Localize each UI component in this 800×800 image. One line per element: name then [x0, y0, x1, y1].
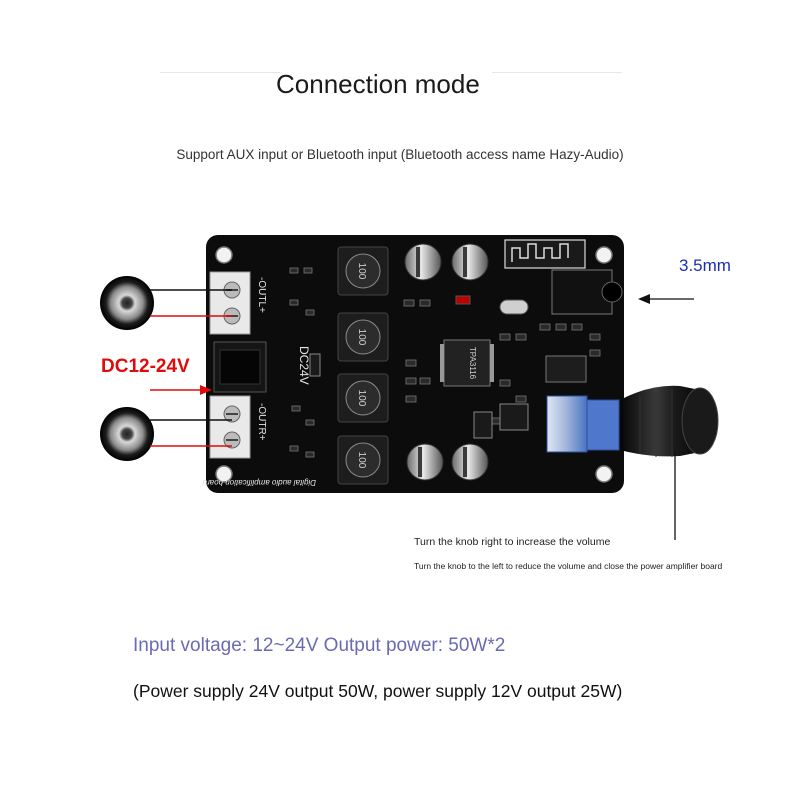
- page-subtitle: Support AUX input or Bluetooth input (Bl…: [176, 147, 624, 162]
- speaker-wire: [150, 289, 232, 447]
- page-title: Connection mode: [276, 69, 480, 99]
- jack-label: 3.5mm: [679, 256, 731, 275]
- inductor-marking: 100: [356, 263, 367, 280]
- dc-input-label: DC12-24V: [101, 356, 190, 377]
- inductor-marking: 100: [356, 329, 367, 346]
- bluetooth-antenna: [504, 239, 586, 269]
- silk-out-left: -OUTL+: [256, 277, 267, 313]
- knob-left-instruction: Turn the knob to the left to reduce the …: [414, 561, 723, 571]
- chip-marking: TPA3116: [468, 347, 477, 380]
- speaker-terminal-right: [209, 395, 251, 459]
- smd-components: [289, 267, 601, 458]
- silk-board-name: Digital audio amplification board: [202, 478, 316, 487]
- inductor-marking: 100: [356, 452, 367, 469]
- decorative-rule-right: [492, 72, 622, 73]
- speaker-terminal-left: [209, 271, 251, 335]
- bluetooth-chip: [545, 355, 587, 383]
- audio-jack-3-5mm: [551, 269, 613, 315]
- mounting-hole: [215, 246, 613, 483]
- speaker-icon: [100, 407, 154, 461]
- knob-right-instruction: Turn the knob right to increase the volu…: [414, 536, 611, 548]
- decorative-rule-left: [160, 72, 280, 73]
- dc-input-arrow: [150, 385, 212, 395]
- capacitor: [404, 243, 489, 481]
- jack-arrow: [638, 294, 694, 304]
- spec-note: (Power supply 24V output 50W, power supp…: [133, 681, 623, 701]
- amplifier-chip: [443, 339, 491, 387]
- volume-potentiometer: [546, 395, 588, 453]
- speaker-icon: [100, 276, 154, 330]
- crystal-oscillator: [499, 299, 529, 315]
- inductor-marking: 100: [356, 390, 367, 407]
- silk-dc: DC24V: [297, 346, 311, 385]
- spec-line: Input voltage: 12~24V Output power: 50W*…: [133, 635, 506, 656]
- silk-out-right: -OUTR+: [256, 403, 267, 441]
